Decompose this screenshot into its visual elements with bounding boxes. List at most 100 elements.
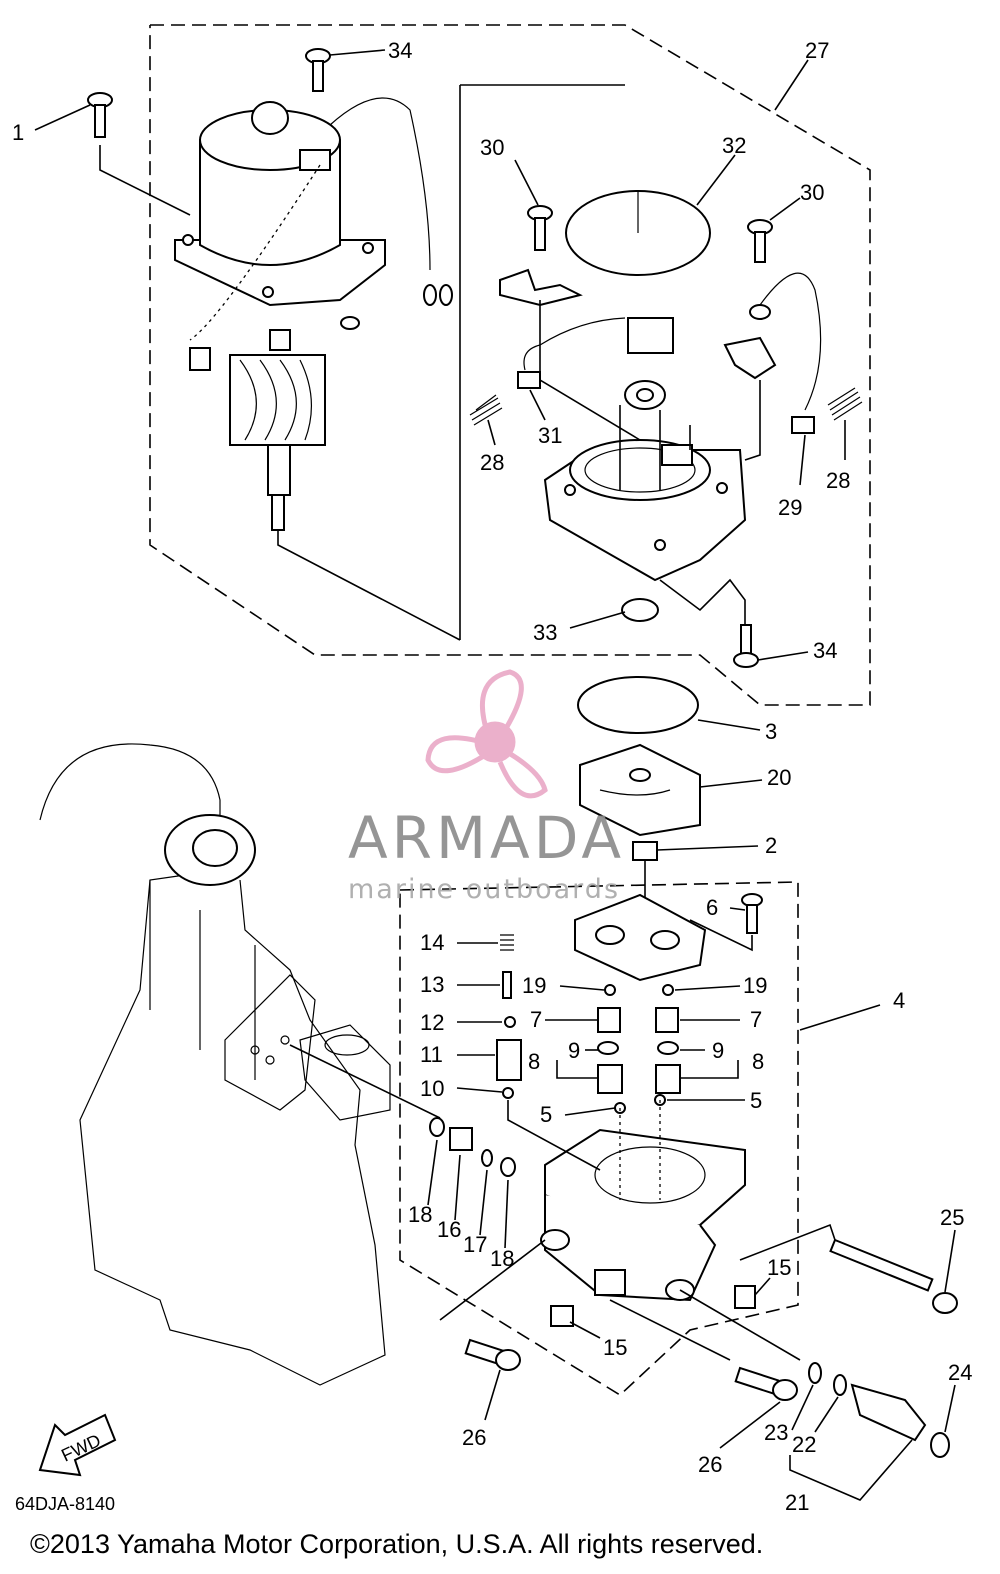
- screw-34-top: [305, 48, 331, 92]
- washer-18-left: [429, 1117, 445, 1137]
- ball-10: [502, 1087, 514, 1099]
- callout-26: 26: [698, 1452, 722, 1477]
- o-ring-23: [808, 1362, 822, 1384]
- callout-7: 7: [530, 1007, 542, 1032]
- callout-30: 30: [480, 135, 504, 160]
- bolt-34-lower: [733, 624, 759, 668]
- ball-19-left: [604, 984, 616, 996]
- terminal-block: [627, 317, 674, 354]
- bolt-25: [829, 1238, 958, 1314]
- callout-13: 13: [420, 972, 444, 997]
- pin-13: [502, 971, 512, 999]
- callout-8: 8: [528, 1049, 540, 1074]
- o-ring-9-left: [597, 1041, 619, 1055]
- bolt-1: [87, 92, 113, 138]
- callout-31: 31: [538, 423, 562, 448]
- callout-34: 34: [813, 638, 837, 663]
- callout-3: 3: [765, 719, 777, 744]
- callout-15: 15: [603, 1335, 627, 1360]
- callout-33: 33: [533, 620, 557, 645]
- propeller-icon: [425, 669, 548, 799]
- spring-28-right: [827, 387, 863, 421]
- callout-19: 19: [522, 973, 546, 998]
- screw-30-right: [747, 219, 773, 263]
- valve-8-left: [597, 1064, 623, 1094]
- brush-holder-right: [723, 336, 777, 380]
- brush-holder-base: [543, 439, 747, 582]
- callout-9: 9: [568, 1038, 580, 1063]
- brush-holder-left: [499, 268, 583, 307]
- callout-2: 2: [765, 833, 777, 858]
- callout-20: 20: [767, 765, 791, 790]
- callout-34: 34: [388, 38, 412, 63]
- callout-5: 5: [750, 1088, 762, 1113]
- valve-21: [850, 1383, 927, 1442]
- filter-2: [632, 841, 658, 861]
- callout-15: 15: [767, 1255, 791, 1280]
- valve-11: [496, 1039, 522, 1081]
- armature: [229, 329, 326, 531]
- callout-5: 5: [540, 1102, 552, 1127]
- armada-logo-watermark: ARMADA marine outboards: [348, 669, 625, 905]
- callout-19: 19: [743, 973, 767, 998]
- washer-33: [621, 598, 659, 622]
- fwd-arrow-icon: FWD: [38, 1413, 117, 1477]
- callout-21: 21: [785, 1490, 809, 1515]
- copyright-text: ©2013 Yamaha Motor Corporation, U.S.A. A…: [30, 1529, 763, 1559]
- callout-26: 26: [462, 1425, 486, 1450]
- watermark-tagline: marine outboards: [348, 874, 620, 905]
- callout-27: 27: [805, 38, 829, 63]
- callout-7: 7: [750, 1007, 762, 1032]
- bolt-26-left: [464, 1338, 521, 1371]
- brush-29: [791, 416, 815, 434]
- callout-29: 29: [778, 495, 802, 520]
- callout-6: 6: [706, 895, 718, 920]
- circlip-24: [930, 1432, 950, 1458]
- screw-30-left: [527, 205, 553, 251]
- tilt-cylinder-outline: [39, 743, 391, 1386]
- ball-12: [504, 1016, 516, 1028]
- pump-gear-plate: [574, 893, 707, 982]
- watermark-brand: ARMADA: [348, 804, 625, 872]
- callout-18: 18: [490, 1246, 514, 1271]
- motor-housing: [174, 101, 386, 307]
- diagram-code: 64DJA-8140: [15, 1494, 115, 1514]
- callout-28: 28: [826, 468, 850, 493]
- callout-10: 10: [420, 1076, 444, 1101]
- callout-32: 32: [722, 133, 746, 158]
- brush-31: [517, 371, 541, 389]
- o-ring-22: [833, 1374, 847, 1396]
- callout-12: 12: [420, 1010, 444, 1035]
- callout-1: 1: [12, 120, 24, 145]
- callout-4: 4: [893, 988, 905, 1013]
- plug-16: [449, 1127, 473, 1151]
- callout-17: 17: [463, 1232, 487, 1257]
- o-ring-3: [577, 676, 699, 734]
- valve-8-right: [655, 1064, 681, 1094]
- bolt-26-right: [734, 1366, 798, 1401]
- pump-assembly-boundary: [399, 881, 799, 1396]
- callout-22: 22: [792, 1432, 816, 1457]
- callout-23: 23: [764, 1420, 788, 1445]
- valve-7-left: [597, 1007, 621, 1033]
- pump-body: [540, 1128, 746, 1302]
- washer-18-right: [500, 1157, 516, 1177]
- plug-15-right: [734, 1285, 756, 1309]
- spring-14: [500, 934, 514, 951]
- callout-30: 30: [800, 180, 824, 205]
- callout-14: 14: [420, 930, 444, 955]
- callout-8: 8: [752, 1049, 764, 1074]
- plug-15-left: [550, 1305, 574, 1327]
- callout-9: 9: [712, 1038, 724, 1063]
- o-ring-9-right: [657, 1041, 679, 1055]
- callout-18: 18: [408, 1202, 432, 1227]
- spring-28-left: [469, 394, 503, 426]
- callout-25: 25: [940, 1205, 964, 1230]
- motor-assembly-boundary: [149, 24, 871, 706]
- ball-19-right: [662, 984, 674, 996]
- valve-plate-20: [579, 743, 701, 837]
- valve-7-right: [655, 1007, 679, 1033]
- callout-11: 11: [420, 1042, 443, 1067]
- callout-24: 24: [948, 1360, 972, 1385]
